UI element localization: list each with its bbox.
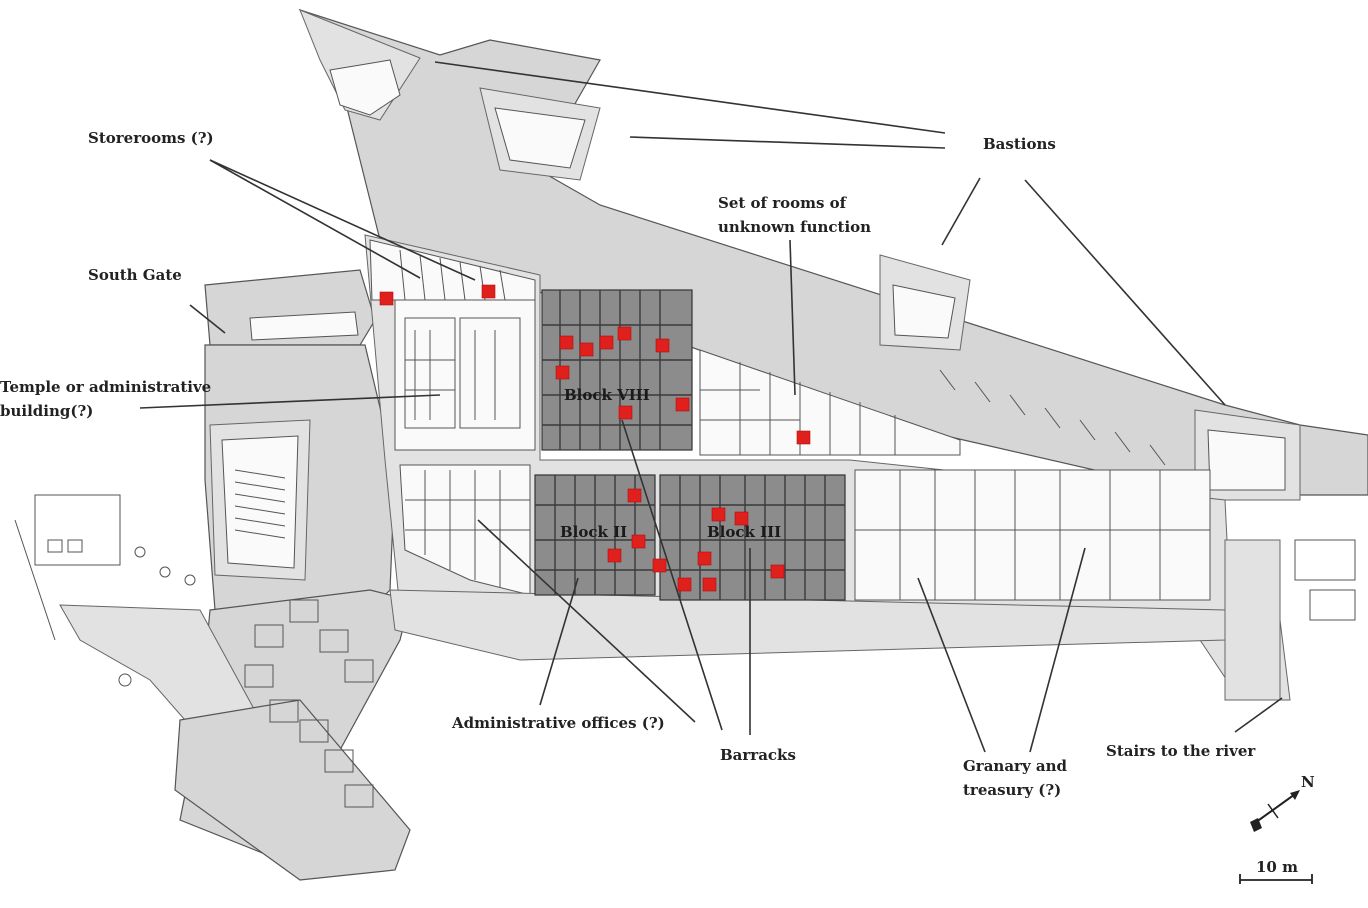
- red-square-marker: [770, 564, 785, 579]
- set-of-rooms-label-line1: Set of rooms of: [718, 194, 848, 212]
- red-square-marker: [652, 558, 667, 573]
- north-label: N: [1301, 773, 1315, 791]
- outer-walls: [298, 8, 1368, 501]
- red-square-marker: [607, 548, 622, 563]
- red-square-marker: [655, 338, 670, 353]
- red-square-marker: [579, 342, 594, 357]
- red-square-marker: [711, 507, 726, 522]
- red-square-marker: [618, 405, 633, 420]
- red-square-marker: [631, 534, 646, 549]
- block-viii: [541, 289, 693, 451]
- granary-label-line1: Granary and: [963, 757, 1068, 775]
- red-square-marker: [697, 551, 712, 566]
- stairs-label: Stairs to the river: [1106, 742, 1256, 760]
- red-square-marker: [677, 577, 692, 592]
- bastions-label: Bastions: [983, 135, 1056, 153]
- red-square-marker: [675, 397, 690, 412]
- north-arrow-icon: N: [1250, 773, 1315, 832]
- red-square-marker: [481, 284, 496, 299]
- red-square-marker: [702, 577, 717, 592]
- leader-lines: [139, 61, 1283, 753]
- red-square-marker: [617, 326, 632, 341]
- map-labels: Storerooms (?) Bastions Set of rooms of …: [0, 129, 1256, 799]
- red-square-marker: [734, 511, 749, 526]
- south-gate-label: South Gate: [88, 266, 182, 284]
- block-viii-label: Block VIII: [564, 386, 650, 404]
- barracks-label: Barracks: [720, 746, 796, 764]
- scale-bar-icon: 10 m: [1239, 858, 1313, 884]
- red-square-marker: [796, 430, 811, 445]
- red-square-marker: [599, 335, 614, 350]
- block-iii-label: Block III: [707, 523, 781, 541]
- red-square-marker: [627, 488, 642, 503]
- granary-label-line2: treasury (?): [963, 781, 1061, 799]
- temple-label-line1: Temple or administrative: [0, 378, 211, 396]
- scale-label: 10 m: [1256, 858, 1298, 876]
- red-square-marker: [559, 335, 574, 350]
- set-of-rooms-label-line2: unknown function: [718, 218, 871, 236]
- red-square-marker: [555, 365, 570, 380]
- block-ii-label: Block II: [560, 523, 627, 541]
- find-markers: [379, 284, 811, 592]
- temple-label-line2: building(?): [0, 402, 93, 420]
- south-gate-area: [14, 269, 499, 881]
- storerooms-label: Storerooms (?): [88, 129, 214, 147]
- administrative-offices-label: Administrative offices (?): [451, 714, 665, 732]
- red-square-marker: [379, 291, 394, 306]
